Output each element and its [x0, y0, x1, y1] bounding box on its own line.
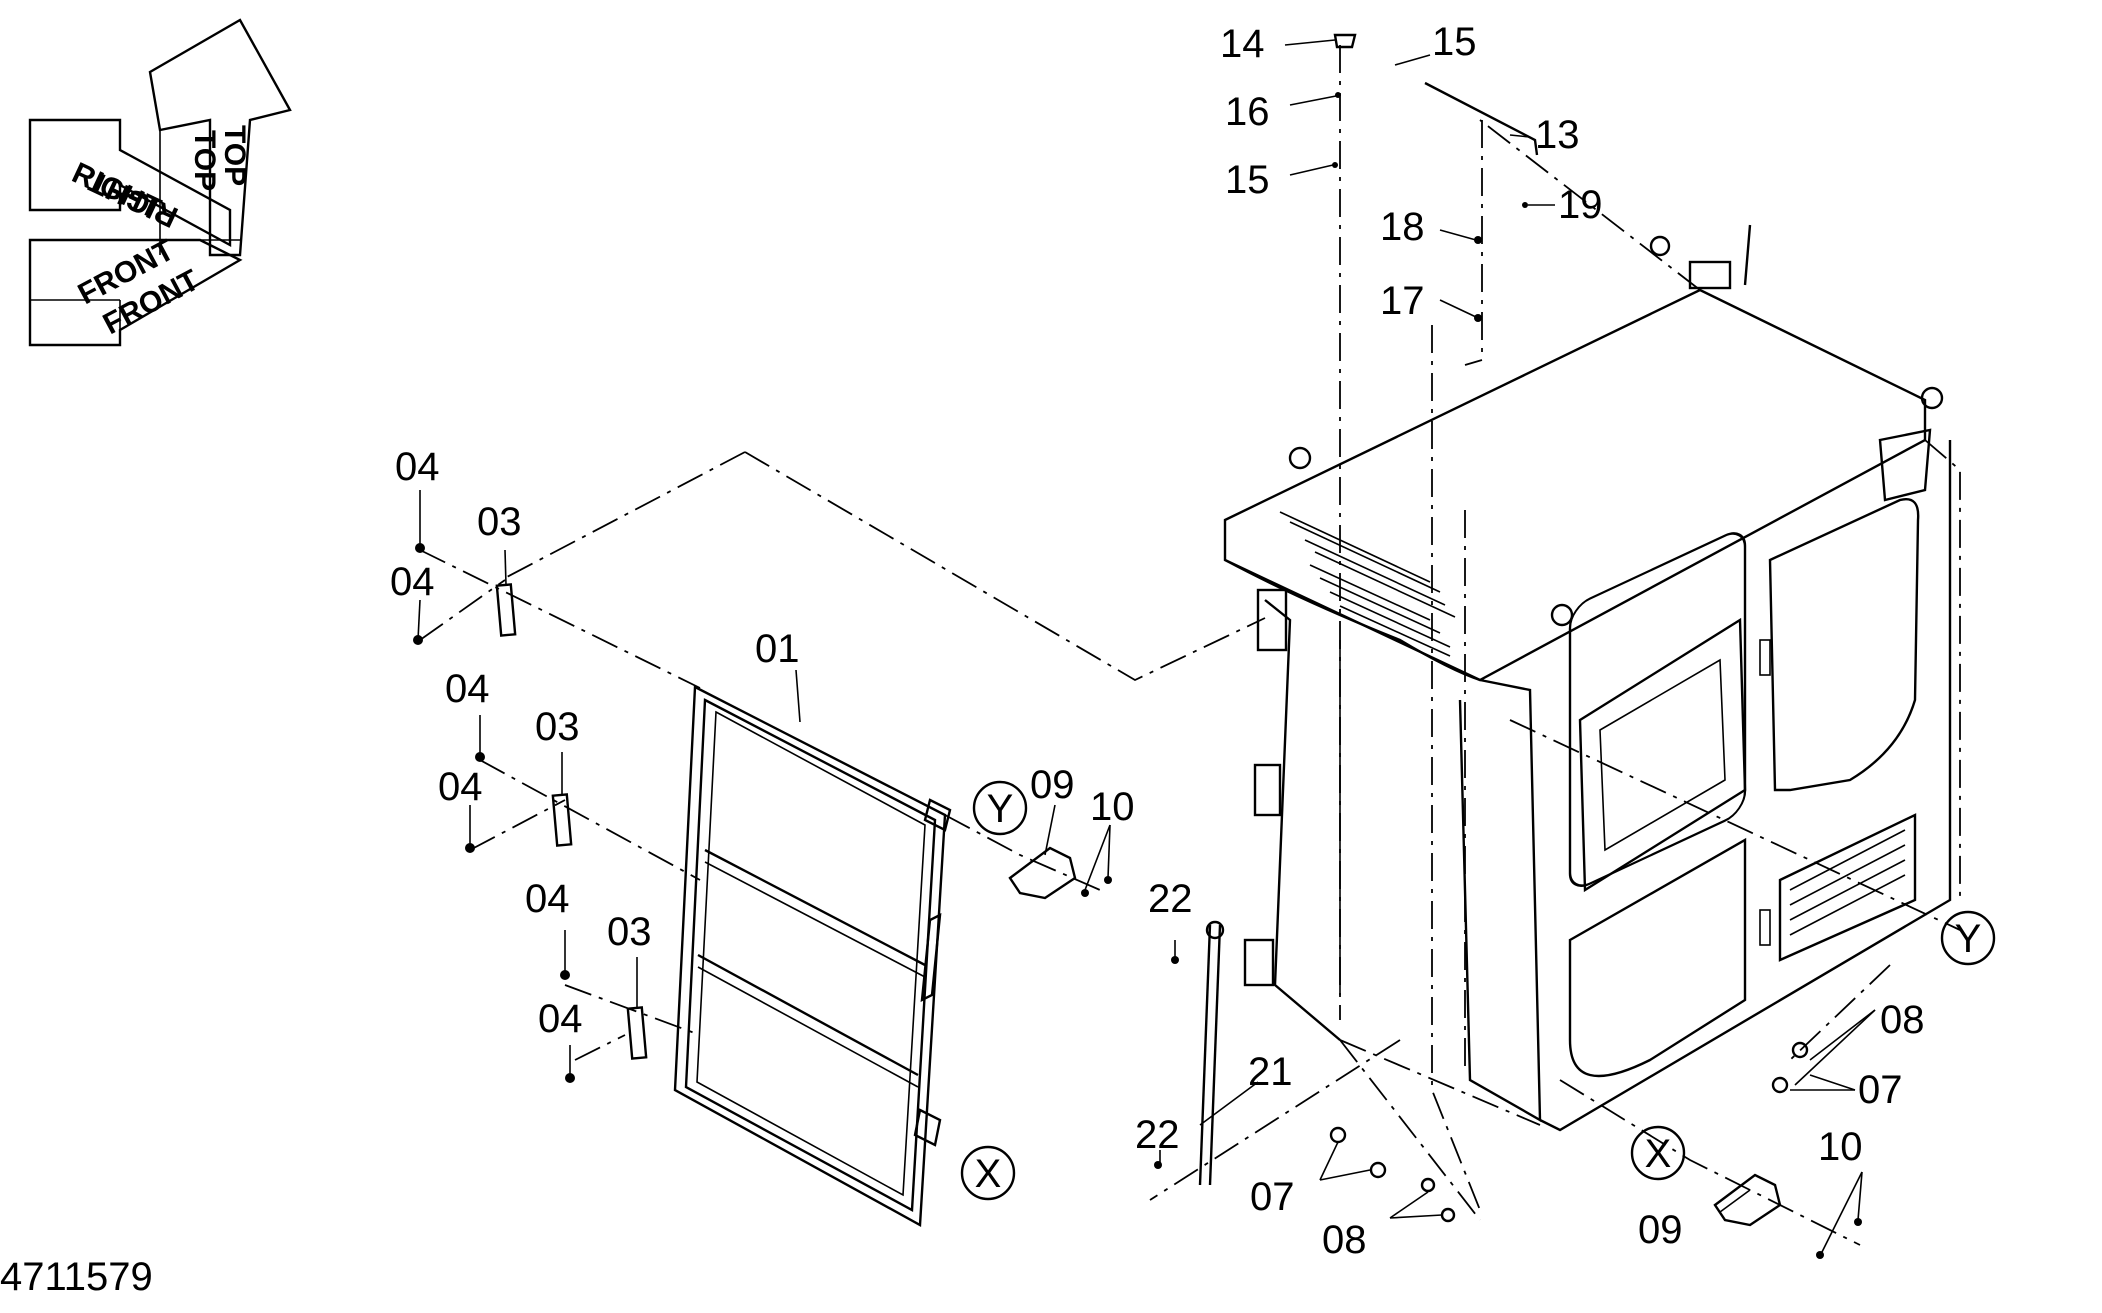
drawing-number: 4711579 — [0, 1255, 153, 1299]
callout-07: 07 — [1858, 1068, 1903, 1112]
hinge-03-middle — [551, 793, 573, 847]
callout-15: 15 — [1432, 20, 1477, 64]
callout-22: 22 — [1135, 1113, 1180, 1157]
assembly-centerlines — [419, 45, 1961, 1246]
detail-ref-y-upper: Y — [972, 780, 1028, 836]
callout-03: 03 — [477, 500, 522, 544]
orientation-icon: TOP TOP RIGHT RIGHT FRONT FRONT — [28, 18, 292, 347]
detail-ref-y-label: Y — [1955, 917, 1982, 961]
orientation-right-label-mirrored: RIGHT — [84, 164, 183, 233]
callout-04: 04 — [525, 877, 570, 921]
callout-17: 17 — [1380, 279, 1425, 323]
detail-ref-x-lower: X — [1630, 1125, 1686, 1181]
callout-labels: 04 04 03 04 04 03 04 04 03 01 09 10 22 2… — [390, 20, 1925, 1262]
orientation-top-label: TOP — [218, 125, 251, 186]
knob-14 — [1333, 33, 1357, 49]
latch-09-lower — [1713, 1173, 1782, 1227]
latch-09-upper — [1008, 846, 1077, 900]
callout-04: 04 — [390, 560, 435, 604]
callout-13: 13 — [1535, 113, 1580, 157]
callout-16: 16 — [1225, 90, 1270, 134]
callout-04: 04 — [538, 997, 583, 1041]
callout-19: 19 — [1558, 183, 1603, 227]
callout-18: 18 — [1380, 205, 1425, 249]
callout-08: 08 — [1880, 998, 1925, 1042]
cab-body — [1223, 224, 1952, 1132]
lifting-eye-left — [1288, 446, 1312, 470]
callout-01: 01 — [755, 627, 800, 671]
guard-screen — [673, 685, 952, 1227]
detail-ref-x-label: X — [975, 1152, 1002, 1196]
roof-vents — [1279, 511, 1456, 657]
side-mirror — [1878, 428, 1932, 502]
callout-10: 10 — [1818, 1125, 1863, 1169]
callout-04: 04 — [395, 445, 440, 489]
lifting-eye-right — [1920, 386, 1944, 410]
callout-03: 03 — [607, 910, 652, 954]
hinge-03-top — [495, 583, 517, 637]
detail-ref-x-upper: X — [960, 1145, 1016, 1201]
orientation-top-label-mirrored: TOP — [188, 130, 221, 191]
hinge-03-bottom — [626, 1006, 648, 1060]
lifting-eye-rear — [1649, 235, 1671, 257]
lifting-eye-front — [1550, 603, 1574, 627]
callout-22: 22 — [1148, 877, 1193, 921]
callout-09: 09 — [1638, 1208, 1683, 1252]
callout-04: 04 — [438, 765, 483, 809]
callout-14: 14 — [1220, 22, 1265, 66]
stay-rod-13 — [1424, 81, 1539, 156]
detail-ref-x-label: X — [1645, 1132, 1672, 1176]
prop-rod-21 — [1198, 924, 1212, 1186]
callout-07: 07 — [1250, 1175, 1295, 1219]
callout-21: 21 — [1248, 1050, 1293, 1094]
callout-09: 09 — [1030, 763, 1075, 807]
callout-08: 08 — [1322, 1218, 1367, 1262]
leader-lines — [417, 39, 1876, 1253]
callout-04: 04 — [445, 667, 490, 711]
callout-10: 10 — [1090, 785, 1135, 829]
callout-15: 15 — [1225, 158, 1270, 202]
guard-handle — [920, 912, 942, 1003]
detail-ref-y-label: Y — [987, 787, 1014, 831]
detail-ref-y-lower: Y — [1940, 910, 1996, 966]
hardware-parts — [413, 33, 1862, 1259]
callout-03: 03 — [535, 705, 580, 749]
beacon-mount — [1688, 260, 1732, 290]
